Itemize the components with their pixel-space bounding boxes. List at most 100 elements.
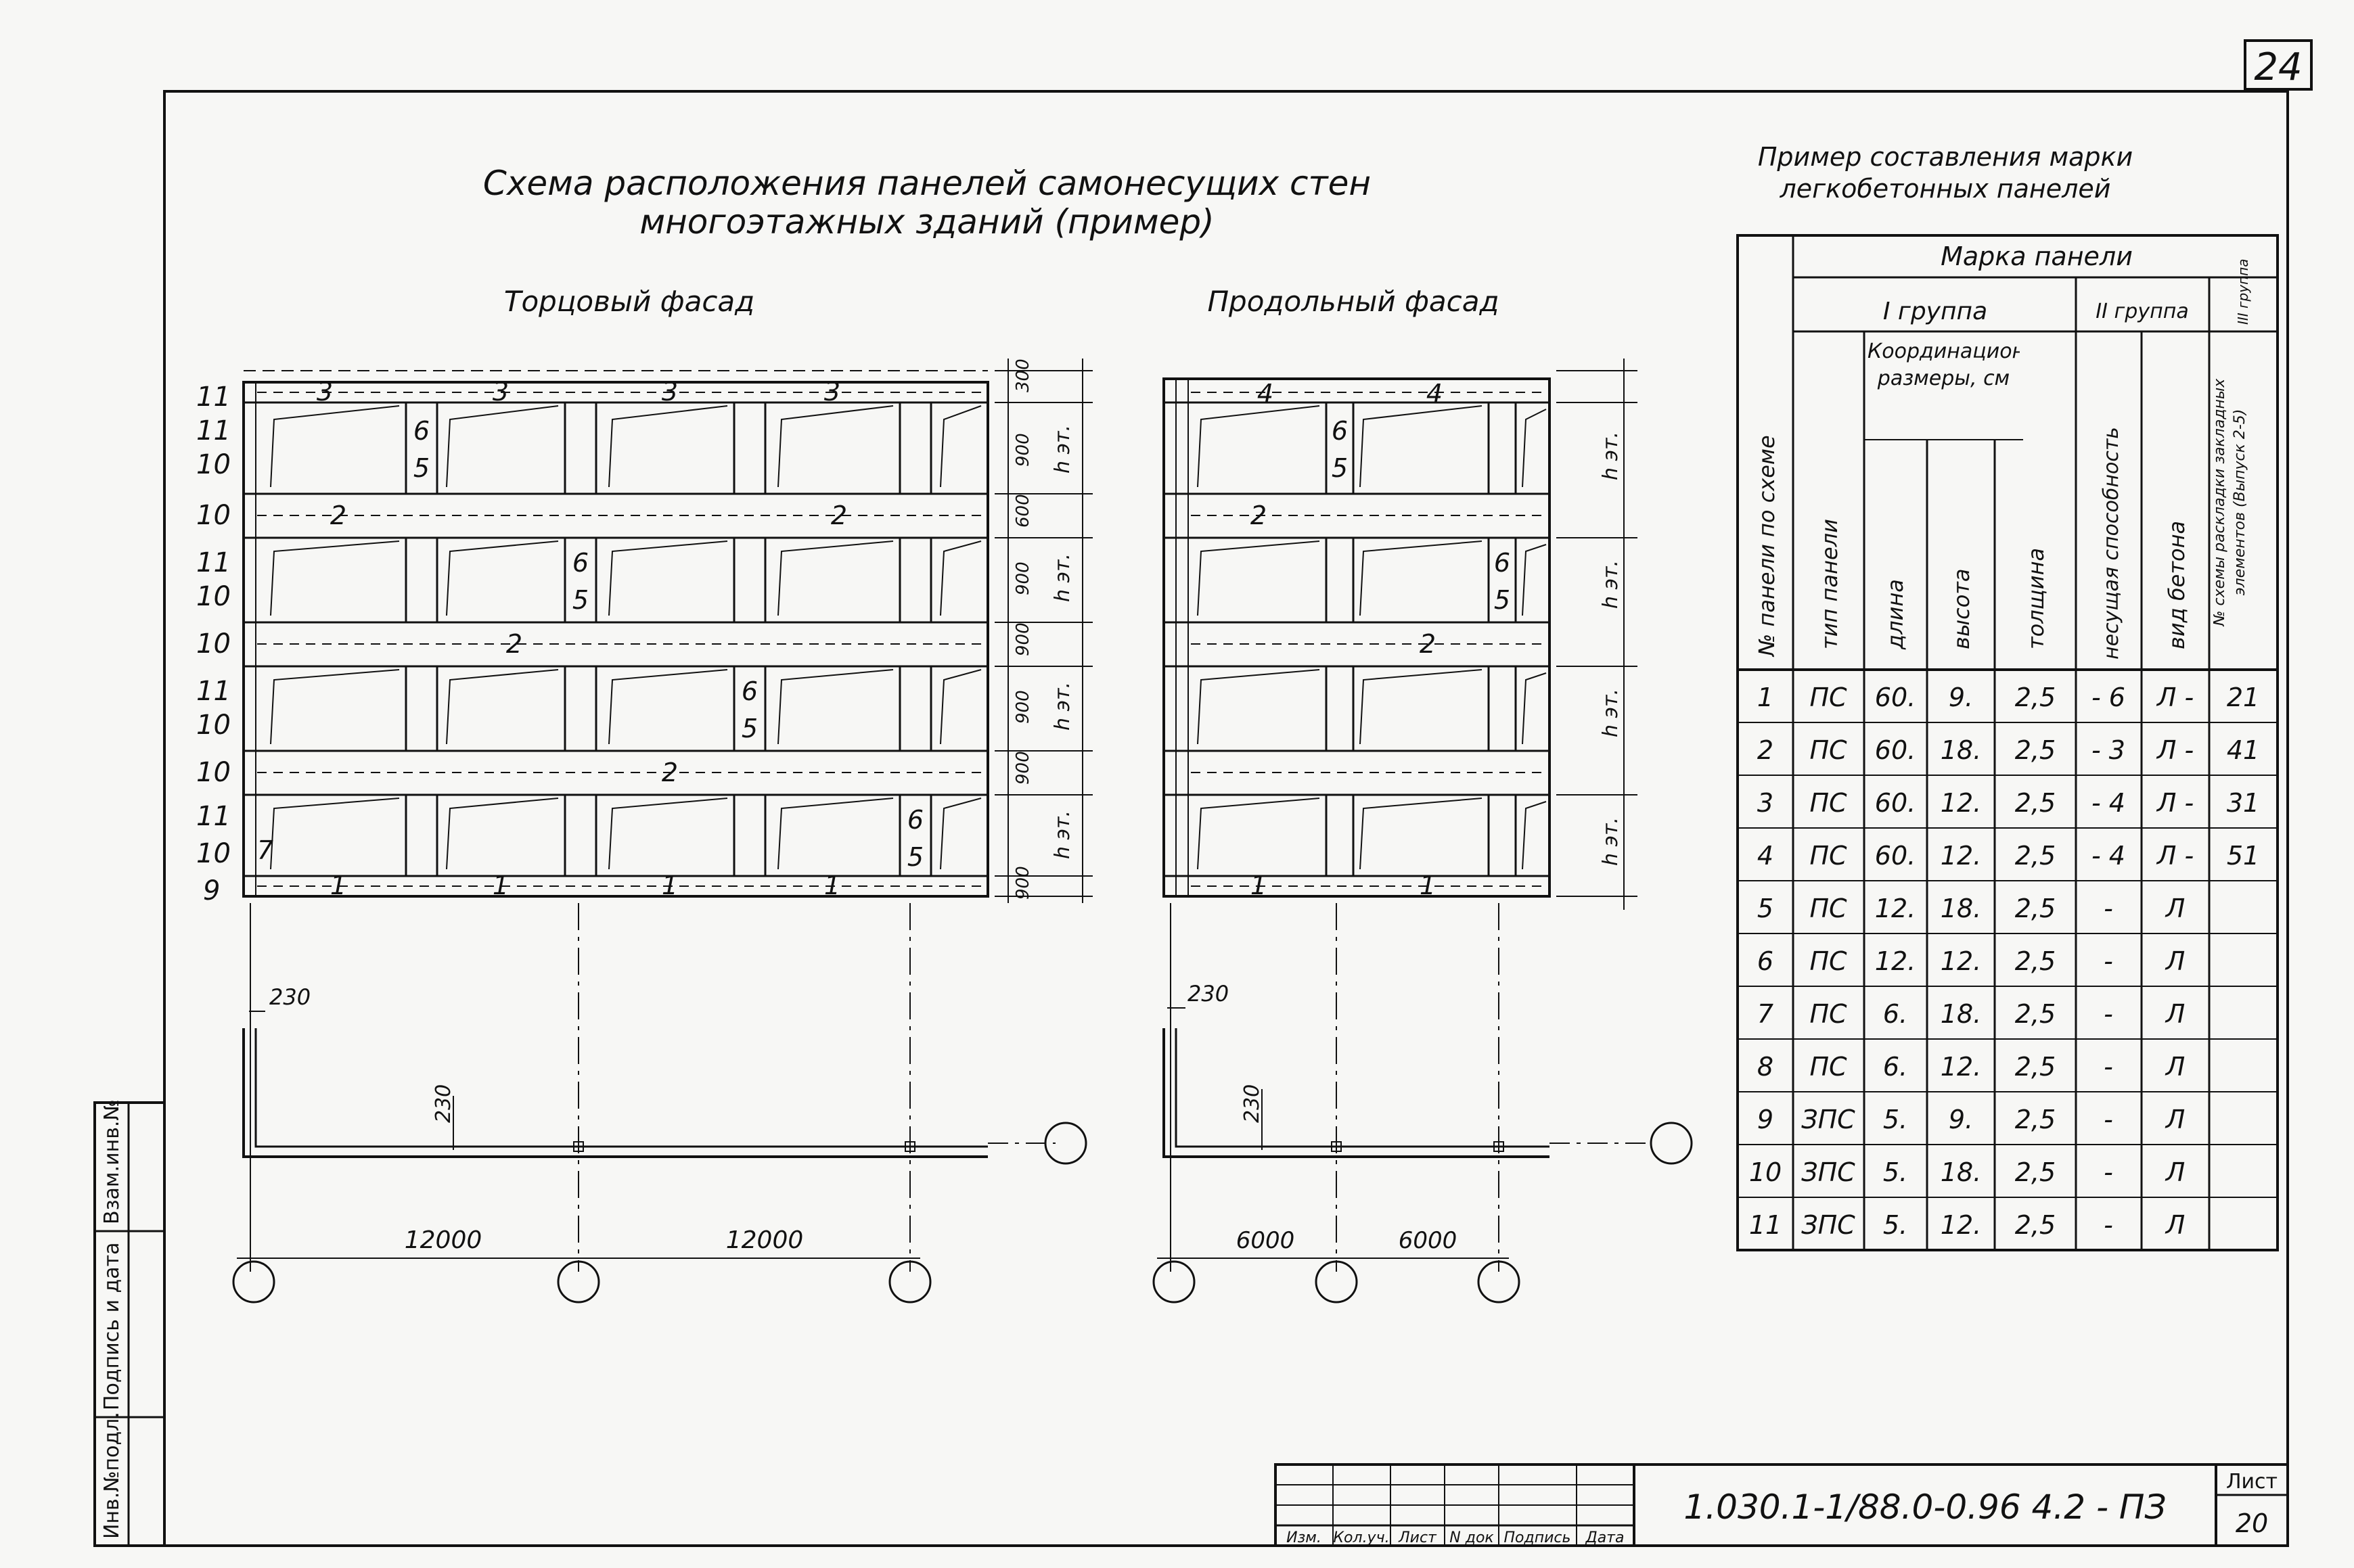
- panel-mark-top: 4: [1257, 379, 1273, 409]
- pier-mark-upper: 6: [1494, 548, 1510, 578]
- stamp-col-label: Дата: [1585, 1529, 1625, 1546]
- pier-mark-upper: 6: [413, 416, 430, 446]
- cell-height: 12.: [1941, 946, 1981, 976]
- long-facade-elevation: [1162, 359, 1637, 910]
- cell-type: ПС: [1809, 683, 1847, 712]
- panel-mark-span: 2: [1250, 501, 1267, 530]
- row-label: 10: [196, 500, 231, 531]
- cell-length: 12.: [1875, 894, 1916, 923]
- cell-type: ЗПС: [1801, 1210, 1855, 1240]
- edge-mark: 7: [257, 835, 273, 865]
- pier-mark-lower: 5: [742, 714, 758, 743]
- cell-height: 12.: [1941, 841, 1981, 871]
- cell-number: 4: [1757, 841, 1773, 871]
- panel-mark-top: 3: [824, 377, 840, 407]
- cell-number: 5: [1757, 894, 1773, 923]
- plan-offset-label: 230: [1240, 1084, 1264, 1123]
- cell-number: 11: [1749, 1210, 1782, 1240]
- row-label: 10: [196, 628, 231, 660]
- plan-span-label: 12000: [726, 1226, 804, 1254]
- plan-span-label: 6000: [1236, 1227, 1295, 1254]
- cell-capacity: - 6: [2091, 683, 2125, 712]
- row-label: 10: [196, 581, 231, 612]
- pier-mark-upper: 6: [907, 805, 924, 835]
- cell-thickness: 2,5: [2015, 1210, 2056, 1240]
- row-label: 11: [196, 676, 231, 707]
- panel-mark-top: 3: [317, 377, 333, 407]
- cell-capacity: -: [2104, 1052, 2113, 1082]
- cell-length: 12.: [1875, 946, 1916, 976]
- cell-number: 8: [1757, 1052, 1773, 1082]
- cell-thickness: 2,5: [2015, 735, 2056, 765]
- table-header-coord: Координационные размеры, см: [1868, 340, 2020, 390]
- end-facade-row-labels: 11 11 10 10 11 10 10 11 10 10 11 10 9: [196, 382, 231, 906]
- cell-concrete: Л -: [2156, 735, 2194, 765]
- pier-mark-lower: 5: [413, 453, 430, 483]
- cell-height: 18.: [1941, 894, 1981, 923]
- cell-height: 12.: [1941, 1210, 1981, 1240]
- table-header-group2: II группа: [2096, 300, 2188, 323]
- cell-length: 60.: [1875, 841, 1916, 871]
- cell-concrete: Л -: [2156, 841, 2194, 871]
- cell-number: 9: [1757, 1105, 1773, 1134]
- cell-type: ПС: [1809, 894, 1847, 923]
- panel-mark-bottom: 1: [662, 871, 678, 900]
- cell-thickness: 2,5: [2015, 946, 2056, 976]
- plan-span-label: 6000: [1399, 1227, 1457, 1254]
- row-label: 11: [196, 801, 231, 832]
- panel-mark-top: 3: [493, 377, 509, 407]
- cell-type: ПС: [1809, 735, 1847, 765]
- cell-length: 5.: [1883, 1157, 1907, 1187]
- cell-length: 6.: [1883, 1052, 1907, 1082]
- dim-label: 900: [1013, 690, 1033, 724]
- panel-mark-span: 2: [330, 501, 346, 530]
- cell-number: 1: [1757, 683, 1773, 712]
- plan-span-label: 12000: [405, 1226, 482, 1254]
- cell-type: ПС: [1809, 788, 1847, 818]
- panel-mark-bottom: 1: [330, 871, 346, 900]
- dim-label: 600: [1013, 494, 1033, 528]
- cell-thickness: 2,5: [2015, 1105, 2056, 1134]
- cell-number: 3: [1757, 788, 1773, 818]
- table-title-line2: легкобетонных панелей: [1779, 174, 2110, 204]
- cell-type: ЗПС: [1801, 1105, 1855, 1134]
- long-facade-label: Продольный фасад: [1207, 285, 1499, 318]
- panel-mark-bottom: 1: [1420, 871, 1436, 900]
- cell-type: ПС: [1809, 1052, 1847, 1082]
- cell-capacity: -: [2104, 894, 2113, 923]
- table-header-group3: III группа: [2235, 259, 2251, 325]
- cell-capacity: -: [2104, 1157, 2113, 1187]
- pier-mark-upper: 6: [1332, 416, 1348, 446]
- end-facade-plan: [232, 903, 1087, 1304]
- side-stamp-signature: Подпись и дата: [100, 1243, 124, 1411]
- floor-height-label: h эт.: [1599, 817, 1623, 866]
- cell-layout: 51: [2227, 841, 2259, 871]
- cell-height: 18.: [1941, 735, 1981, 765]
- table-header-capacity: несущая способность: [2100, 427, 2123, 660]
- drawing-title-line1: Схема расположения панелей самонесущих с…: [483, 164, 1371, 203]
- table-header-coord-wrap: Координационные размеры, см: [1868, 340, 2020, 390]
- cell-number: 7: [1757, 999, 1773, 1029]
- cell-concrete: Л -: [2156, 788, 2194, 818]
- floor-height-label: h эт.: [1051, 425, 1074, 474]
- pier-mark-upper: 6: [572, 548, 589, 578]
- row-label: 11: [196, 415, 231, 446]
- panel-mark-bottom: 1: [493, 871, 509, 900]
- table-header-concrete: вид бетона: [2164, 521, 2190, 649]
- table-header-mark: Марка панели: [1941, 241, 2133, 271]
- drawing-frame: [163, 90, 2289, 1547]
- cell-thickness: 2,5: [2015, 788, 2056, 818]
- cell-concrete: Л -: [2156, 683, 2194, 712]
- cell-thickness: 2,5: [2015, 1157, 2056, 1187]
- panel-mark-span: 2: [506, 629, 522, 659]
- cell-height: 18.: [1941, 1157, 1981, 1187]
- plan-offset-label: 230: [269, 984, 311, 1010]
- cell-capacity: - 4: [2091, 788, 2125, 818]
